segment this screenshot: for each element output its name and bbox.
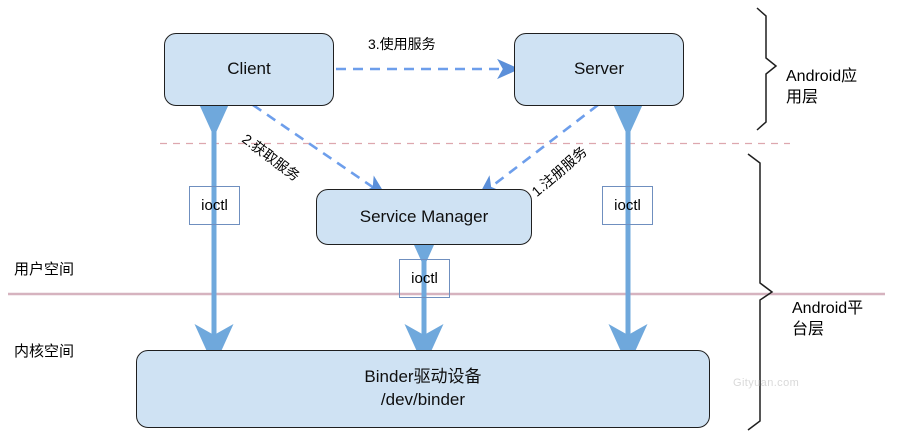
node-service-manager-label: Service Manager	[359, 206, 489, 226]
bracket-app-layer	[756, 7, 778, 131]
label-android-app-layer-text: Android应 用层	[786, 67, 858, 107]
edge-label-use-service: 3.使用服务	[368, 34, 436, 54]
node-client-label: Client	[227, 59, 271, 79]
edge-label-use-service-text: 3.使用服务	[368, 36, 436, 52]
ioctl-box-client[interactable]: ioctl	[189, 186, 240, 225]
node-binder-driver[interactable]: Binder驱动设备 /dev/binder	[136, 350, 710, 428]
node-service-manager[interactable]: Service Manager	[316, 189, 532, 245]
ioctl-box-server[interactable]: ioctl	[602, 186, 653, 225]
arrow-acquire-service	[252, 103, 387, 197]
label-android-platform-layer-text: Android平 台层	[792, 299, 864, 339]
ioctl-box-service-manager-label: ioctl	[411, 270, 438, 287]
arrow-register-service	[477, 103, 599, 197]
ioctl-box-client-label: ioctl	[201, 197, 228, 214]
label-android-app-layer: Android应 用层	[786, 44, 857, 109]
label-kernel-space-text: 内核空间	[14, 343, 75, 361]
label-user-space-text: 用户空间	[14, 261, 75, 279]
bracket-platform-layer	[747, 153, 774, 431]
label-kernel-space: 内核空间	[14, 322, 74, 363]
node-binder-driver-label: Binder驱动设备 /dev/binder	[364, 367, 482, 409]
node-server-label: Server	[573, 59, 625, 79]
ioctl-box-server-label: ioctl	[614, 197, 641, 214]
node-server[interactable]: Server	[514, 33, 684, 106]
watermark: Gityuan.com	[733, 377, 799, 389]
node-client[interactable]: Client	[164, 33, 334, 106]
label-android-platform-layer: Android平 台层	[792, 276, 863, 341]
ioctl-box-service-manager[interactable]: ioctl	[399, 259, 450, 298]
watermark-text: Gityuan.com	[733, 377, 800, 389]
label-user-space: 用户空间	[14, 240, 74, 281]
